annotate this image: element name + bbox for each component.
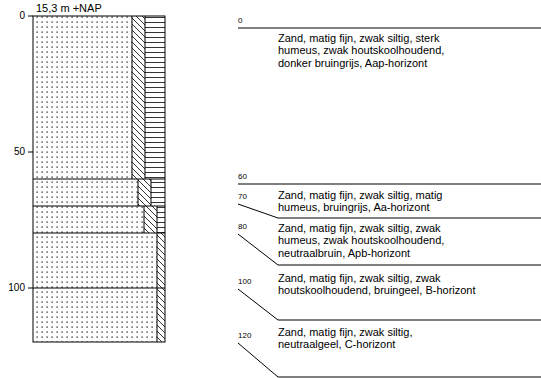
- elevation-label: 15,3 m +NAP: [36, 2, 146, 14]
- depth-tick: 100: [0, 282, 25, 293]
- layer-description: Zand, matig fijn, zwak siltig, zwak hume…: [278, 222, 478, 259]
- depth-number: 100: [238, 278, 268, 287]
- depth-number: 80: [238, 223, 268, 232]
- depth-number: 0: [238, 17, 268, 26]
- layer-description: Zand, matig fijn, zwak siltig, neutraalg…: [278, 326, 478, 351]
- depth-number: 60: [238, 173, 268, 182]
- depth-number: 70: [238, 193, 268, 202]
- layer-description: Zand, matig fijn, zwak siltig, sterk hum…: [278, 32, 478, 69]
- depth-number: 120: [238, 332, 268, 341]
- layer-description: Zand, matig fijn, zwak siltig, matig hum…: [278, 189, 478, 214]
- depth-tick: 0: [0, 10, 25, 21]
- depth-tick: 50: [0, 146, 25, 157]
- layer-description: Zand, matig fijn, zwak siltig, zwak hout…: [278, 272, 478, 297]
